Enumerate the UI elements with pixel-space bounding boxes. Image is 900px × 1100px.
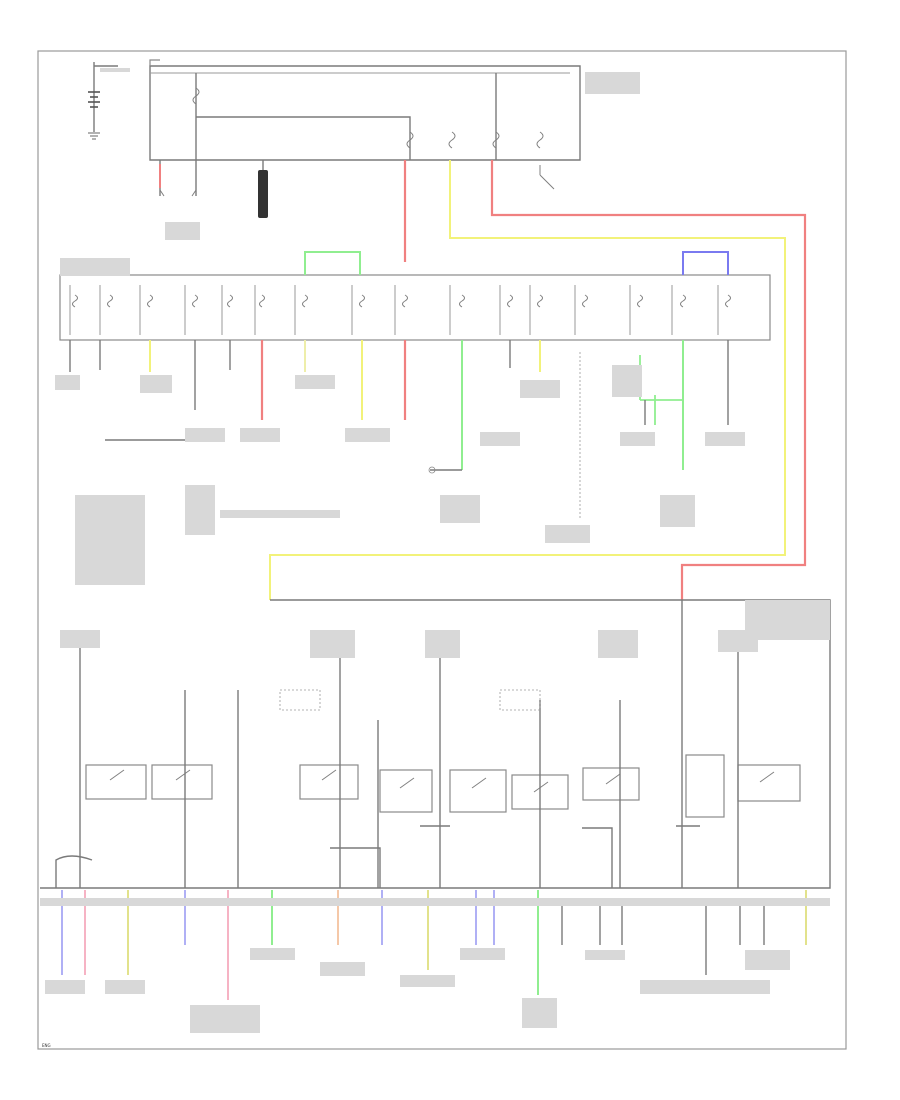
upper-fuse-block: [59, 274, 771, 341]
footer-code: ENG: [42, 1043, 51, 1048]
diagram-frame: [37, 50, 847, 1050]
fuse-icon: [72, 294, 731, 308]
decorative-label-blocks: [40, 68, 830, 1033]
connector-icon: [258, 170, 268, 218]
relay-icon: [85, 754, 801, 818]
battery-icon: [88, 62, 100, 132]
ground-icon: [88, 132, 100, 140]
main-bus-wire: [149, 65, 581, 161]
fuse-icon: [192, 87, 544, 149]
